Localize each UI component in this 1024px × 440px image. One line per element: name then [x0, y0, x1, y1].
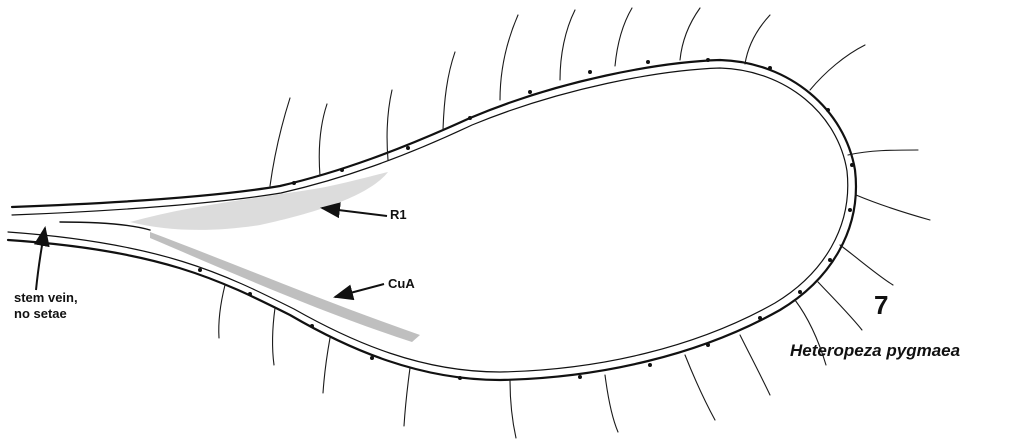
margin-dots [198, 58, 854, 380]
wing-setae [219, 8, 930, 438]
r1-arrow [322, 208, 387, 216]
figure-number: 7 [874, 290, 888, 321]
wing-outline [8, 60, 856, 380]
stem-vein-label-line1: stem vein, [14, 290, 78, 306]
r1-vein-shading [130, 172, 388, 230]
species-name: Heteropeza pygmaea [790, 341, 960, 361]
cua-label: CuA [388, 276, 415, 292]
stem-vein-arrow [36, 228, 45, 290]
cua-arrow [335, 284, 384, 297]
stem-vein-label: stem vein, no setae [14, 290, 78, 322]
cua-vein-shading [150, 232, 420, 342]
stem-vein-label-line2: no setae [14, 306, 78, 322]
r1-label: R1 [390, 207, 407, 223]
